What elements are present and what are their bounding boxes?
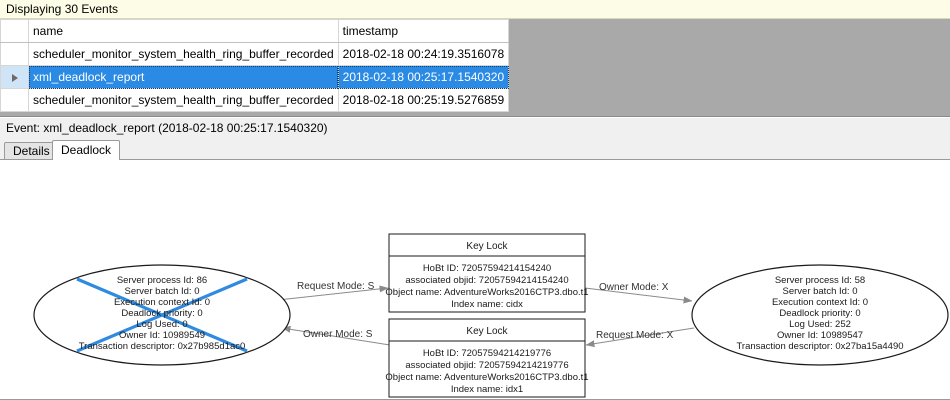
keylock-bottom-line-3: Object name: AdventureWorks2016CTP3.dbo.… bbox=[385, 372, 588, 383]
edge-request-x: Request Mode: X bbox=[585, 327, 695, 348]
keylock-bottom-line-1: HoBt ID: 72057594214219776 bbox=[423, 348, 551, 359]
tab-strip: Details Deadlock bbox=[0, 140, 950, 160]
edge-owner-x: Owner Mode: X bbox=[584, 282, 693, 304]
keylock-top-title: Key Lock bbox=[466, 241, 508, 252]
process-left-line-5: Log Used: 0 bbox=[136, 319, 187, 330]
cell-timestamp[interactable]: 2018-02-18 00:24:19.3516078 bbox=[337, 42, 510, 66]
keylock-bottom-title: Key Lock bbox=[466, 326, 508, 337]
process-right-line-5: Log Used: 252 bbox=[789, 319, 851, 330]
event-caption-label: Event: xml_deadlock_report (2018-02-18 0… bbox=[6, 121, 328, 135]
column-header-selector[interactable] bbox=[0, 19, 29, 43]
process-node-left[interactable]: Server process Id: 86 Server batch Id: 0… bbox=[33, 264, 291, 366]
event-caption: Event: xml_deadlock_report (2018-02-18 0… bbox=[0, 118, 950, 140]
process-right-line-3: Execution context Id: 0 bbox=[772, 297, 868, 308]
events-grid[interactable]: name timestamp scheduler_monitor_system_… bbox=[0, 19, 510, 112]
process-right-line-1: Server process Id: 58 bbox=[775, 275, 865, 286]
edge-label-request-x: Request Mode: X bbox=[596, 330, 674, 341]
cell-name[interactable]: scheduler_monitor_system_health_ring_buf… bbox=[28, 88, 339, 112]
keylock-bottom-line-4: Index name: idx1 bbox=[451, 384, 523, 395]
events-grid-container[interactable]: name timestamp scheduler_monitor_system_… bbox=[0, 19, 950, 117]
column-header-timestamp[interactable]: timestamp bbox=[337, 19, 510, 43]
tab-deadlock[interactable]: Deadlock bbox=[52, 140, 121, 160]
cell-timestamp[interactable]: 2018-02-18 00:25:19.5276859 bbox=[337, 88, 510, 112]
process-left-line-7: Transaction descriptor: 0x27b985d1ac0 bbox=[79, 341, 246, 352]
process-right-line-4: Deadlock priority: 0 bbox=[779, 308, 860, 319]
status-bar-label: Displaying 30 Events bbox=[6, 2, 119, 16]
process-right-line-2: Server batch Id: 0 bbox=[783, 286, 858, 297]
edge-request-s: Request Mode: S bbox=[277, 281, 389, 301]
edge-label-request-s: Request Mode: S bbox=[297, 281, 375, 292]
row-selector-cell[interactable] bbox=[0, 65, 29, 89]
process-left-line-2: Server batch Id: 0 bbox=[125, 286, 200, 297]
edge-owner-s: Owner Mode: S bbox=[281, 325, 391, 346]
row-selector-cell[interactable] bbox=[0, 88, 29, 112]
column-header-name[interactable]: name bbox=[28, 19, 339, 43]
deadlock-graph-panel[interactable]: Request Mode: S Owner Mode: S Owner Mode… bbox=[0, 159, 950, 400]
process-left-line-1: Server process Id: 86 bbox=[117, 275, 207, 286]
table-header-row: name timestamp bbox=[0, 19, 510, 43]
cell-name[interactable]: scheduler_monitor_system_health_ring_buf… bbox=[28, 42, 339, 66]
process-left-line-4: Deadlock priority: 0 bbox=[121, 308, 202, 319]
row-selector-cell[interactable] bbox=[0, 42, 29, 66]
process-left-line-6: Owner Id: 10989549 bbox=[119, 330, 205, 341]
tab-details[interactable]: Details bbox=[4, 142, 59, 160]
resource-node-keylock-bottom[interactable]: Key Lock HoBt ID: 72057594214219776 asso… bbox=[385, 318, 589, 398]
keylock-bottom-line-2: associated objid: 72057594214219776 bbox=[405, 360, 568, 371]
keylock-top-line-3: Object name: AdventureWorks2016CTP3.dbo.… bbox=[385, 287, 588, 298]
cell-name[interactable]: xml_deadlock_report bbox=[28, 65, 339, 89]
process-left-line-3: Execution context Id: 0 bbox=[114, 297, 210, 308]
keylock-top-line-4: Index name: cidx bbox=[451, 299, 523, 310]
table-row[interactable]: scheduler_monitor_system_health_ring_buf… bbox=[0, 42, 510, 66]
process-right-line-6: Owner Id: 10989547 bbox=[777, 330, 863, 341]
keylock-top-line-2: associated objid: 72057594214154240 bbox=[405, 275, 568, 286]
current-row-arrow-icon bbox=[11, 73, 18, 82]
status-bar: Displaying 30 Events bbox=[0, 0, 950, 19]
table-row[interactable]: scheduler_monitor_system_health_ring_buf… bbox=[0, 88, 510, 112]
resource-node-keylock-top[interactable]: Key Lock HoBt ID: 72057594214154240 asso… bbox=[385, 233, 589, 313]
keylock-top-line-1: HoBt ID: 72057594214154240 bbox=[423, 263, 551, 274]
process-node-right[interactable]: Server process Id: 58 Server batch Id: 0… bbox=[691, 264, 949, 366]
process-right-line-7: Transaction descriptor: 0x27ba15a4490 bbox=[736, 341, 903, 352]
edge-label-owner-x: Owner Mode: X bbox=[599, 282, 669, 293]
deadlock-victim-cross-icon bbox=[76, 277, 248, 353]
table-row-selected[interactable]: xml_deadlock_report 2018-02-18 00:25:17.… bbox=[0, 65, 510, 89]
edge-label-owner-s: Owner Mode: S bbox=[303, 329, 373, 340]
cell-timestamp[interactable]: 2018-02-18 00:25:17.1540320 bbox=[337, 65, 510, 89]
